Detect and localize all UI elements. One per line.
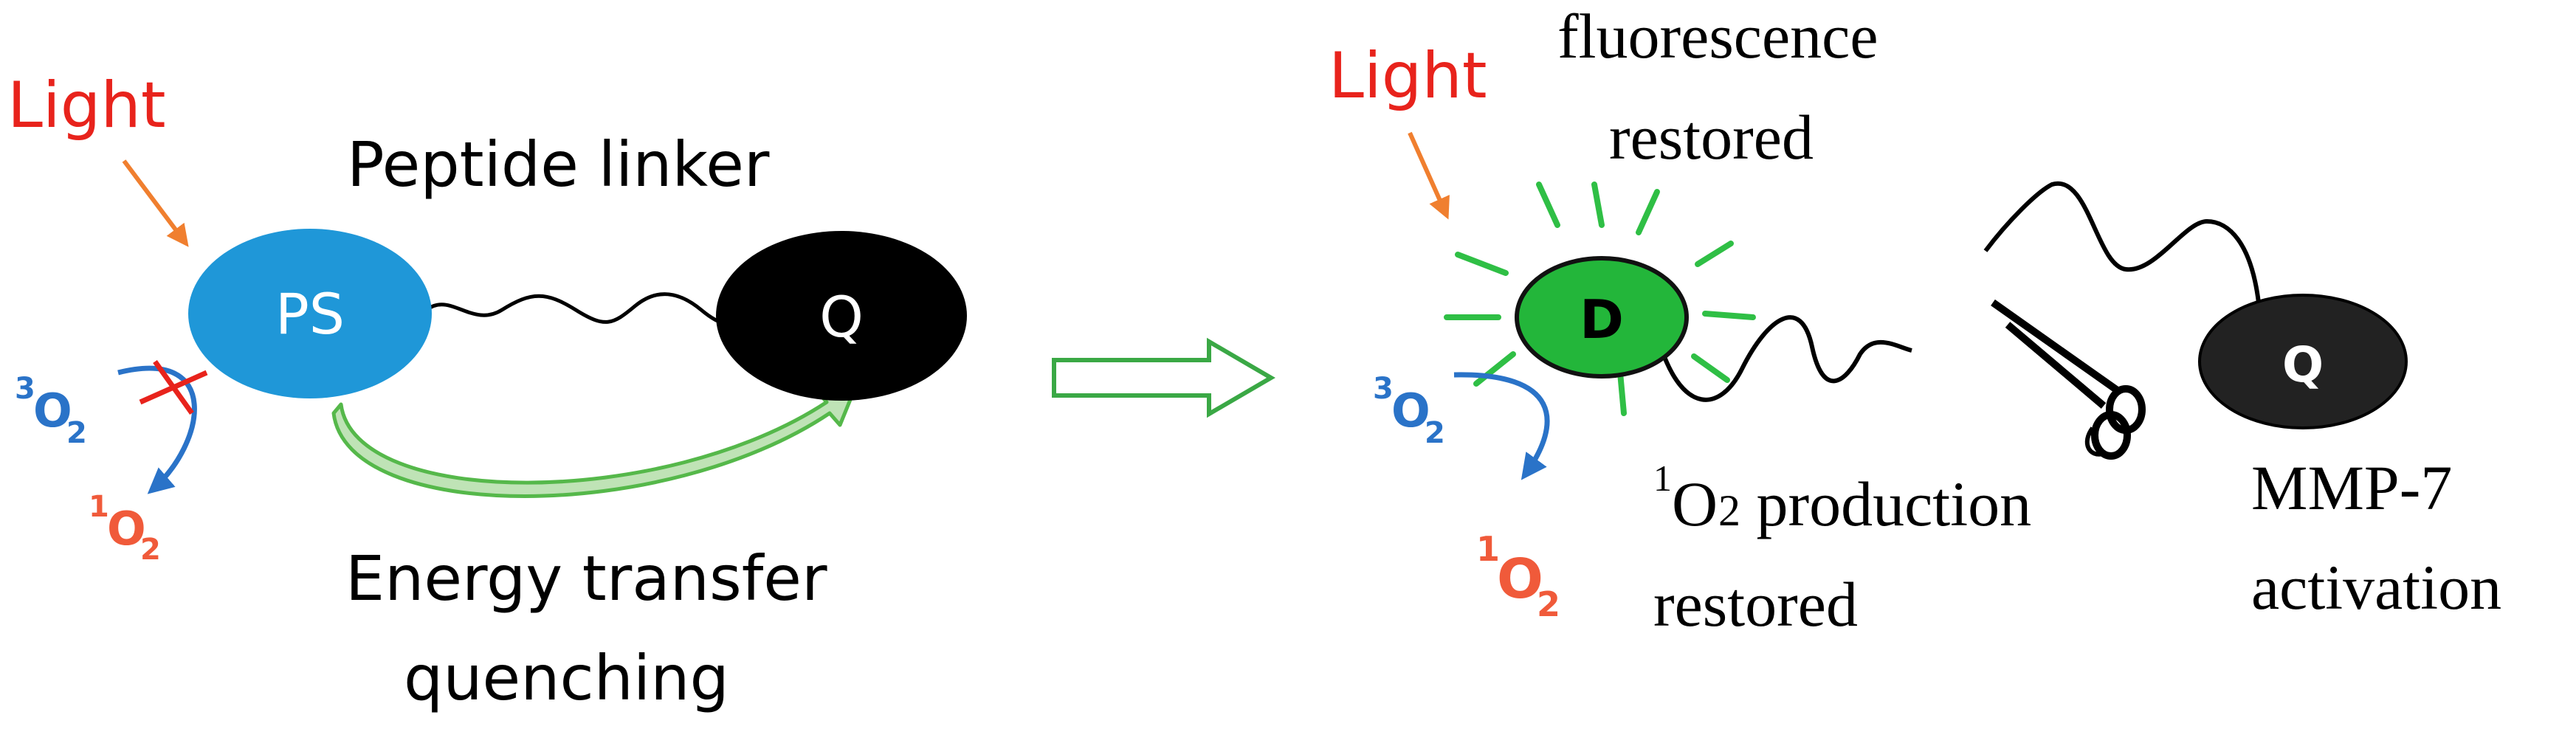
peptide-linker-chain <box>425 292 747 325</box>
right-light-arrow <box>1408 131 1450 220</box>
left-light-arrow <box>122 159 189 247</box>
quencher-node-left <box>716 231 967 401</box>
cleaved-chain-dye <box>1659 315 1912 402</box>
energy-transfer-label: Energy transfer <box>345 542 827 615</box>
photosensitizer-node <box>188 229 432 398</box>
fluorescence-rays <box>1444 182 1756 416</box>
cleaved-chain-quencher <box>1983 181 2261 303</box>
dye-node <box>1515 256 1689 379</box>
left-oxygen-arrow <box>117 365 197 494</box>
energy-transfer-arrow <box>331 383 858 498</box>
right-oxygen-arrow <box>1453 372 1550 480</box>
q-label-left: Q <box>819 284 864 350</box>
quencher-node-right <box>2198 294 2408 429</box>
scissors-icon <box>1991 299 2146 460</box>
right-triplet-oxygen: 3O2 <box>1373 372 1445 450</box>
ps-label: PS <box>275 281 345 347</box>
left-light-label: Light <box>7 69 166 142</box>
d-label: D <box>1580 289 1624 350</box>
left-panel: Light Peptide linker PS Q 3O2 1O2 Energy… <box>7 69 967 714</box>
left-triplet-oxygen: 3O2 <box>15 372 87 450</box>
right-singlet-oxygen: 1O2 <box>1476 529 1560 624</box>
peptide-linker-label: Peptide linker <box>347 128 770 201</box>
left-singlet-oxygen: 1O2 <box>89 490 161 567</box>
activation-label: activation <box>2251 552 2501 623</box>
mmp7-label: MMP-7 <box>2251 452 2452 523</box>
quenching-label: quenching <box>404 642 729 714</box>
hollow-right-arrow-icon <box>1052 337 1275 418</box>
fluorescence-restored-label: restored <box>1609 102 1814 173</box>
fluorescence-label: fluorescence <box>1557 1 1878 72</box>
q-label-right: Q <box>2282 336 2324 393</box>
blocked-cross-icon <box>139 359 208 415</box>
right-light-label: Light <box>1329 39 1487 113</box>
singlet-oxygen-production-label: 1O2 production <box>1653 457 2031 539</box>
production-restored-label: restored <box>1653 569 1858 640</box>
right-panel: Light fluorescence restored D Q <box>1329 1 2501 640</box>
